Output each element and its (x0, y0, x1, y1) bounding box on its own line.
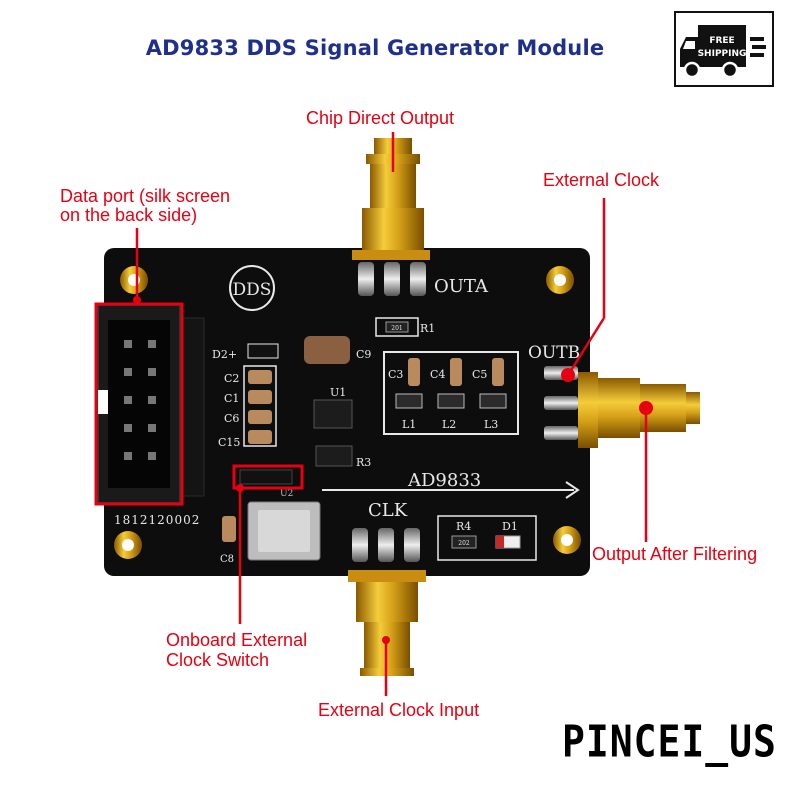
page-title: AD9833 DDS Signal Generator Module (145, 36, 605, 60)
label-c4: C4 (430, 368, 445, 381)
header-pin (148, 452, 156, 460)
label-c5: C5 (472, 368, 487, 381)
label-c6: C6 (224, 412, 239, 425)
board-serial-number: 1812120002 (114, 513, 200, 527)
clk-label: CLK (368, 500, 408, 521)
label-c2: C2 (224, 372, 239, 385)
header-pin (124, 452, 132, 460)
label-r3: R3 (356, 456, 371, 469)
clock-switch-highlight (232, 464, 304, 490)
free-shipping-badge: FREE SHIPPING (674, 11, 774, 87)
callout-onboard-clock-switch-line2: Clock Switch (166, 650, 270, 670)
ad9833-chip (313, 399, 353, 429)
label-d2: D2+ (212, 348, 237, 361)
label-r4: R4 (456, 520, 471, 533)
dds-logo: DDS (233, 280, 272, 300)
header-pin (124, 396, 132, 404)
label-u2: U2 (280, 489, 293, 499)
callout-data-port-line2: on the back side) (60, 205, 198, 225)
header-pin (148, 424, 156, 432)
callout-chip-direct-output: Chip Direct Output (306, 108, 455, 128)
label-c8: C8 (220, 554, 234, 565)
header-pin (148, 340, 156, 348)
header-pin (124, 340, 132, 348)
callout-onboard-clock-switch-line1: Onboard External (166, 630, 308, 650)
resistor-code-r1: 201 (391, 325, 402, 332)
filter-block-outline (383, 351, 519, 435)
capacitor-column (243, 365, 277, 447)
label-c1: C1 (224, 392, 239, 405)
label-l1: L1 (402, 418, 416, 431)
data-port-highlight (94, 302, 184, 506)
callout-data-port-line1: Data port (silk screen (60, 186, 231, 206)
mounting-hole (114, 266, 581, 559)
chip-name-silkscreen: AD9833 (407, 470, 481, 491)
badge-line2: SHIPPING (698, 49, 747, 59)
callout-external-clock: External Clock (543, 170, 660, 190)
label-c3: C3 (388, 368, 403, 381)
label-l3: L3 (484, 418, 498, 431)
brand-watermark: PINCEI_US (562, 716, 777, 767)
resistor-code-r4: 202 (458, 540, 470, 547)
data-port-header (97, 304, 205, 504)
callout-lines (133, 132, 653, 696)
header-pin (148, 368, 156, 376)
outb-label: OUTB (528, 343, 580, 363)
filter-capacitors (395, 358, 507, 409)
label-c9: C9 (356, 348, 371, 361)
label-r1: R1 (420, 322, 435, 335)
header-pin (124, 424, 132, 432)
header-pin (148, 396, 156, 404)
label-u1: U1 (330, 386, 346, 399)
label-c15: C15 (218, 436, 240, 449)
sma-connector-outa (352, 138, 430, 296)
callout-output-after-filtering: Output After Filtering (592, 544, 758, 564)
label-l2: L2 (442, 418, 456, 431)
callout-external-clock-input: External Clock Input (318, 700, 480, 720)
outa-label: OUTA (434, 276, 489, 297)
header-pin (124, 368, 132, 376)
badge-line1: FREE (709, 36, 734, 46)
label-d1: D1 (502, 520, 518, 533)
capacitor-c9 (304, 336, 350, 364)
header-pins (124, 340, 156, 460)
delivery-truck-icon: FREE SHIPPING (680, 25, 766, 79)
